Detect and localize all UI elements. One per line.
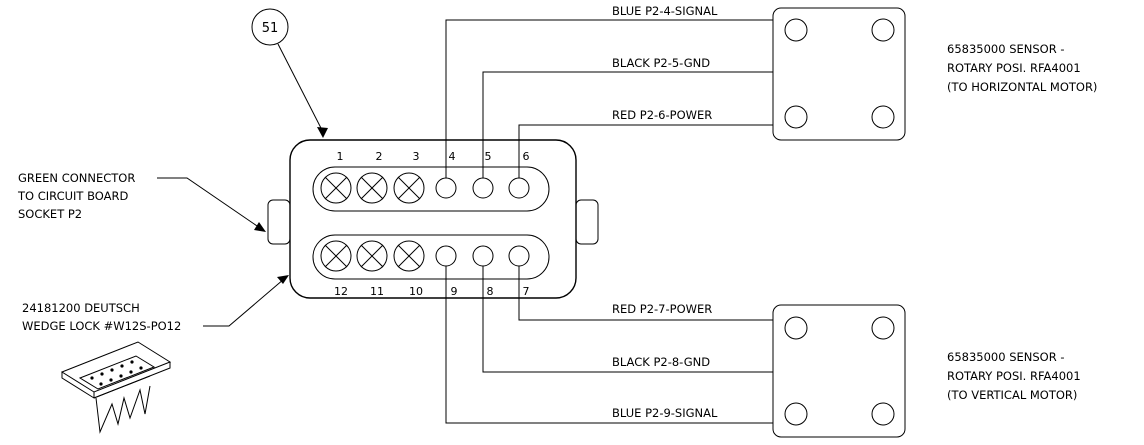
wire-pin-5 bbox=[482, 71, 773, 178]
balloon-number: 51 bbox=[262, 21, 279, 36]
pin-8 bbox=[472, 245, 494, 267]
pin-1 bbox=[320, 172, 352, 204]
pin-number-label: 6 bbox=[523, 150, 530, 163]
wire-label: BLUE P2-9-SIGNAL bbox=[612, 406, 718, 420]
pin-number-label: 7 bbox=[523, 285, 530, 298]
pin-number-label: 10 bbox=[409, 285, 423, 298]
pin-12 bbox=[320, 240, 352, 272]
sensor-horizontal bbox=[772, 7, 906, 141]
pin-9 bbox=[435, 245, 457, 267]
wire-pin-4 bbox=[445, 19, 773, 178]
sensor-horizontal-label: 65835000 SENSOR - ROTARY POSI. RFA4001 (… bbox=[947, 42, 1097, 94]
pin-number-label: 12 bbox=[334, 285, 348, 298]
sensor-label-line: (TO HORIZONTAL MOTOR) bbox=[947, 80, 1097, 94]
wire-pin-8 bbox=[482, 266, 773, 373]
wire-label: RED P2-7-POWER bbox=[612, 302, 712, 316]
wire-pin-6 bbox=[518, 124, 773, 178]
wire-label: BLACK P2-8-GND bbox=[612, 355, 710, 369]
pin-number-label: 1 bbox=[337, 150, 344, 163]
wire-label: BLACK P2-5-GND bbox=[612, 56, 710, 70]
connector-label-line: GREEN CONNECTOR bbox=[18, 171, 135, 185]
wires-vertical: RED P2-7-POWER BLACK P2-8-GND BLUE P2-9-… bbox=[445, 266, 773, 424]
pin-6 bbox=[508, 177, 530, 199]
sensor-vertical-label: 65835000 SENSOR - ROTARY POSI. RFA4001 (… bbox=[947, 350, 1081, 402]
connector-body bbox=[267, 139, 599, 299]
wires-horizontal: BLUE P2-4-SIGNAL BLACK P2-5-GND RED P2-6… bbox=[445, 4, 773, 178]
pin-number-label: 9 bbox=[451, 285, 458, 298]
pin-4 bbox=[435, 177, 457, 199]
pin-number-label: 3 bbox=[413, 150, 420, 163]
sensor-label-line: ROTARY POSI. RFA4001 bbox=[947, 369, 1081, 383]
part-label-line: WEDGE LOCK #W12S-PO12 bbox=[22, 319, 181, 333]
connector-label-line: SOCKET P2 bbox=[18, 207, 82, 221]
wire-pin-9 bbox=[445, 266, 773, 424]
pin-7 bbox=[508, 245, 530, 267]
connector-3d-illustration bbox=[60, 341, 172, 434]
part-number-label: 24181200 DEUTSCH WEDGE LOCK #W12S-PO12 bbox=[22, 275, 289, 333]
pin-number-label: 8 bbox=[487, 285, 494, 298]
sensor-label-line: (TO VERTICAL MOTOR) bbox=[947, 388, 1077, 402]
sensor-label-line: ROTARY POSI. RFA4001 bbox=[947, 61, 1081, 75]
connector-label-line: TO CIRCUIT BOARD bbox=[17, 189, 128, 203]
pin-10 bbox=[393, 240, 425, 272]
wire-label: RED P2-6-POWER bbox=[612, 108, 712, 122]
sensor-label-line: 65835000 SENSOR - bbox=[947, 42, 1065, 56]
sensor-label-line: 65835000 SENSOR - bbox=[947, 350, 1065, 364]
pin-11 bbox=[356, 240, 388, 272]
sensor-vertical bbox=[772, 304, 906, 438]
wire-pin-7 bbox=[518, 266, 773, 321]
connector-label: GREEN CONNECTOR TO CIRCUIT BOARD SOCKET … bbox=[17, 171, 266, 232]
pin-number-label: 2 bbox=[376, 150, 383, 163]
part-label-line: 24181200 DEUTSCH bbox=[22, 301, 140, 315]
pin-numbers: 1 2 3 4 5 6 12 11 10 9 8 7 bbox=[334, 150, 530, 298]
pin-3 bbox=[393, 172, 425, 204]
wire-label: BLUE P2-4-SIGNAL bbox=[612, 4, 718, 18]
pin-number-label: 4 bbox=[449, 150, 456, 163]
pin-2 bbox=[356, 172, 388, 204]
bottom-pin-row bbox=[320, 240, 530, 272]
top-pin-row bbox=[320, 172, 530, 204]
pin-5 bbox=[472, 177, 494, 199]
pin-number-label: 11 bbox=[370, 285, 384, 298]
pin-number-label: 5 bbox=[485, 150, 492, 163]
balloon-callout: 51 bbox=[251, 8, 328, 138]
